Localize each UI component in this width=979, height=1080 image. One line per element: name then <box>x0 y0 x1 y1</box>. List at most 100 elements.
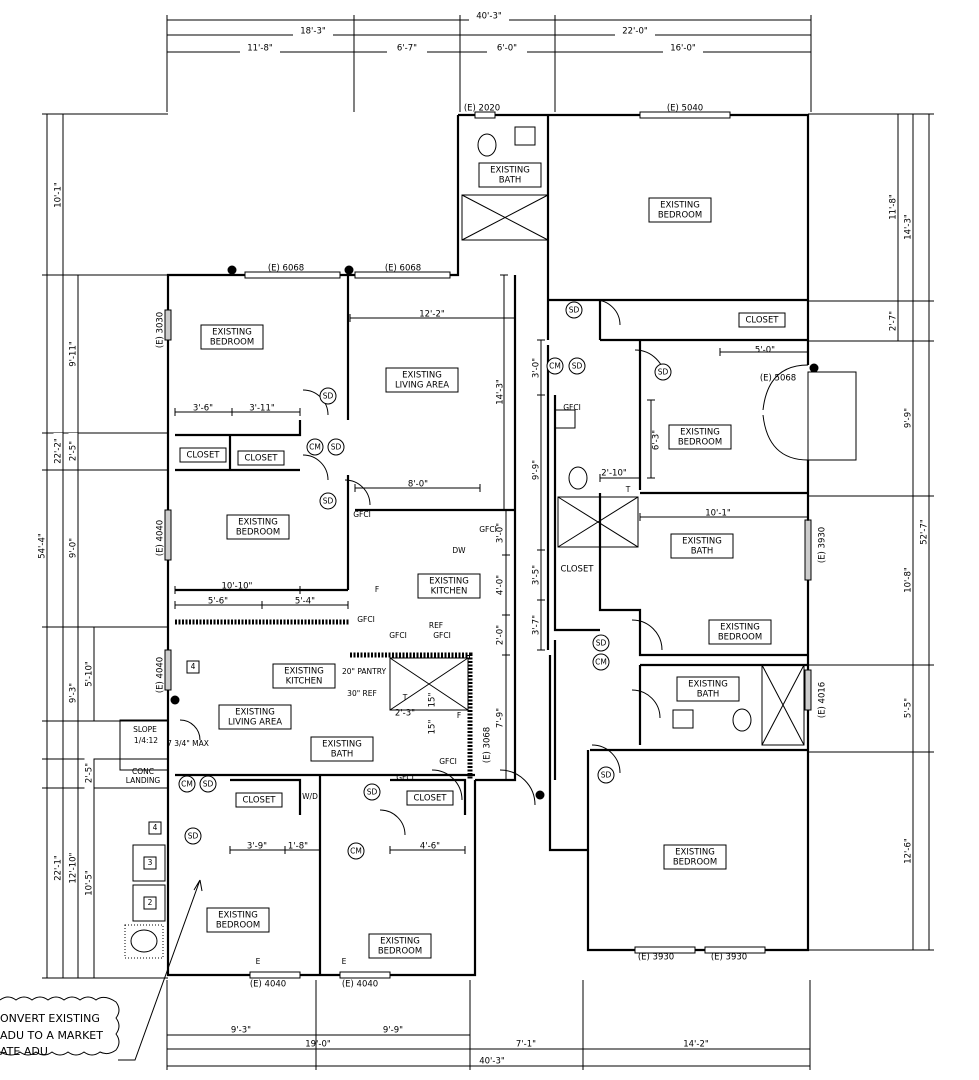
dimension-label: 2'-3" <box>395 709 415 719</box>
note-text: ATE ADU <box>0 1045 48 1058</box>
dimension-label: 14'-3" <box>496 379 506 405</box>
co-monitor-icon <box>592 653 610 671</box>
dimension-label: 12'-2" <box>419 310 445 320</box>
smoke-detector-icon <box>184 827 202 845</box>
fixture-label: W/D <box>302 792 318 801</box>
window <box>639 111 731 119</box>
slope-label: SLOPE <box>133 725 157 734</box>
equipment-tag: 3 <box>148 858 153 867</box>
label-background <box>903 692 913 724</box>
dimension-label: 12'-6" <box>904 838 914 864</box>
dimension-label: 11'-8" <box>889 194 899 220</box>
toilet-icon <box>568 466 588 490</box>
label-background <box>68 433 78 469</box>
shower-cross <box>557 496 639 548</box>
window-label: (E) 4040 <box>342 980 378 990</box>
bathtub-cross <box>461 194 549 241</box>
room-label: EXISTING <box>688 680 728 690</box>
dimension-label: 8'-0" <box>408 480 428 490</box>
room-label: EXISTING <box>380 937 420 947</box>
dimension-label: 7'-1" <box>516 1040 536 1050</box>
room-label-box <box>235 792 283 808</box>
wall-segment <box>166 115 477 977</box>
room-label-box <box>478 162 542 188</box>
room-label-box <box>417 573 481 599</box>
window <box>474 111 496 119</box>
room-label: EXISTING <box>429 577 469 587</box>
smoke-detector-icon <box>654 363 672 381</box>
dimension-label: 15" <box>428 720 438 735</box>
fixture-label: REF <box>429 621 443 630</box>
label-background <box>903 835 913 867</box>
dimension-label: 5'-5" <box>904 698 914 718</box>
column-marker <box>535 790 545 800</box>
smoke-detector-icon <box>199 775 217 793</box>
dimension-label: 3'-0" <box>496 523 506 543</box>
room-label: LIVING AREA <box>228 718 282 728</box>
label-background <box>387 43 427 53</box>
label-background <box>663 43 703 53</box>
dimension-label: 22'-2" <box>54 438 64 464</box>
room-label: BEDROOM <box>673 858 717 868</box>
room-label: CLOSET <box>745 316 779 326</box>
note-leader <box>118 879 203 1061</box>
door-swing <box>631 619 663 651</box>
equipment-tag: 4 <box>191 662 196 671</box>
dimension-line <box>647 399 655 479</box>
dimension-label: 4'-0" <box>496 575 506 595</box>
dimension-label: 5'-10" <box>85 661 95 687</box>
smoke-detector-label: SD <box>572 362 583 371</box>
label-background <box>84 755 94 791</box>
wall-segment <box>175 773 475 975</box>
label-background <box>68 530 78 566</box>
dimension-label: 9'-0" <box>69 538 79 558</box>
smoke-detector-label: SD <box>323 392 334 401</box>
room-label: EXISTING <box>218 911 258 921</box>
shower <box>557 496 639 548</box>
window <box>164 509 172 561</box>
room-label: KITCHEN <box>431 587 468 597</box>
smoke-detector-icon <box>319 492 337 510</box>
dimension-label: 22'-0" <box>622 27 648 37</box>
room-label: EXISTING <box>680 428 720 438</box>
annotations: 40'-3"18'-3"22'-0"11'-8"6'-7"6'-0"16'-0"… <box>0 11 930 1067</box>
dimension-label: 10'-1" <box>54 182 64 208</box>
dimension-label: 4'-6" <box>420 842 440 852</box>
dimension-label: 2'-0" <box>496 625 506 645</box>
co-monitor-label: CM <box>309 443 321 452</box>
french-door <box>762 364 809 461</box>
label-background <box>903 564 913 596</box>
fixture-label: T <box>402 693 408 702</box>
room-label: BEDROOM <box>718 633 762 643</box>
dimension-label: 9'-9" <box>904 408 914 428</box>
label-background <box>293 26 333 36</box>
dimension-label: 9'-3" <box>69 683 79 703</box>
dimension-label: 52'-7" <box>920 519 930 545</box>
room-label: BEDROOM <box>236 528 280 538</box>
dimension-label: 10'-10" <box>222 582 253 592</box>
co-monitor-icon <box>347 842 365 860</box>
label-background <box>68 336 78 372</box>
note-text: ADU TO A MARKET <box>0 1029 103 1042</box>
fixture-label: E <box>256 957 261 966</box>
dimension-label: 14'-3" <box>904 214 914 240</box>
door-swing <box>302 454 329 481</box>
dimension-label: 3'-0" <box>532 358 542 378</box>
fixture-label: E <box>342 957 347 966</box>
dimension-label: 11'-8" <box>247 44 273 54</box>
landing-label: LANDING <box>126 776 161 785</box>
dimension-line <box>349 314 516 322</box>
door-swing <box>179 719 201 741</box>
room-label: CLOSET <box>413 794 447 804</box>
dimension-line <box>719 348 809 356</box>
dimension-label: 9'-11" <box>69 341 79 367</box>
label-background <box>469 11 509 21</box>
co-monitor-label: CM <box>181 780 193 789</box>
column-marker <box>344 265 354 275</box>
room-label-box <box>668 424 732 450</box>
room-label: EXISTING <box>675 848 715 858</box>
smoke-detector-label: SD <box>601 771 612 780</box>
room-label-box <box>237 450 285 466</box>
column-marker <box>227 265 237 275</box>
window-label: (E) 4016 <box>818 682 828 718</box>
